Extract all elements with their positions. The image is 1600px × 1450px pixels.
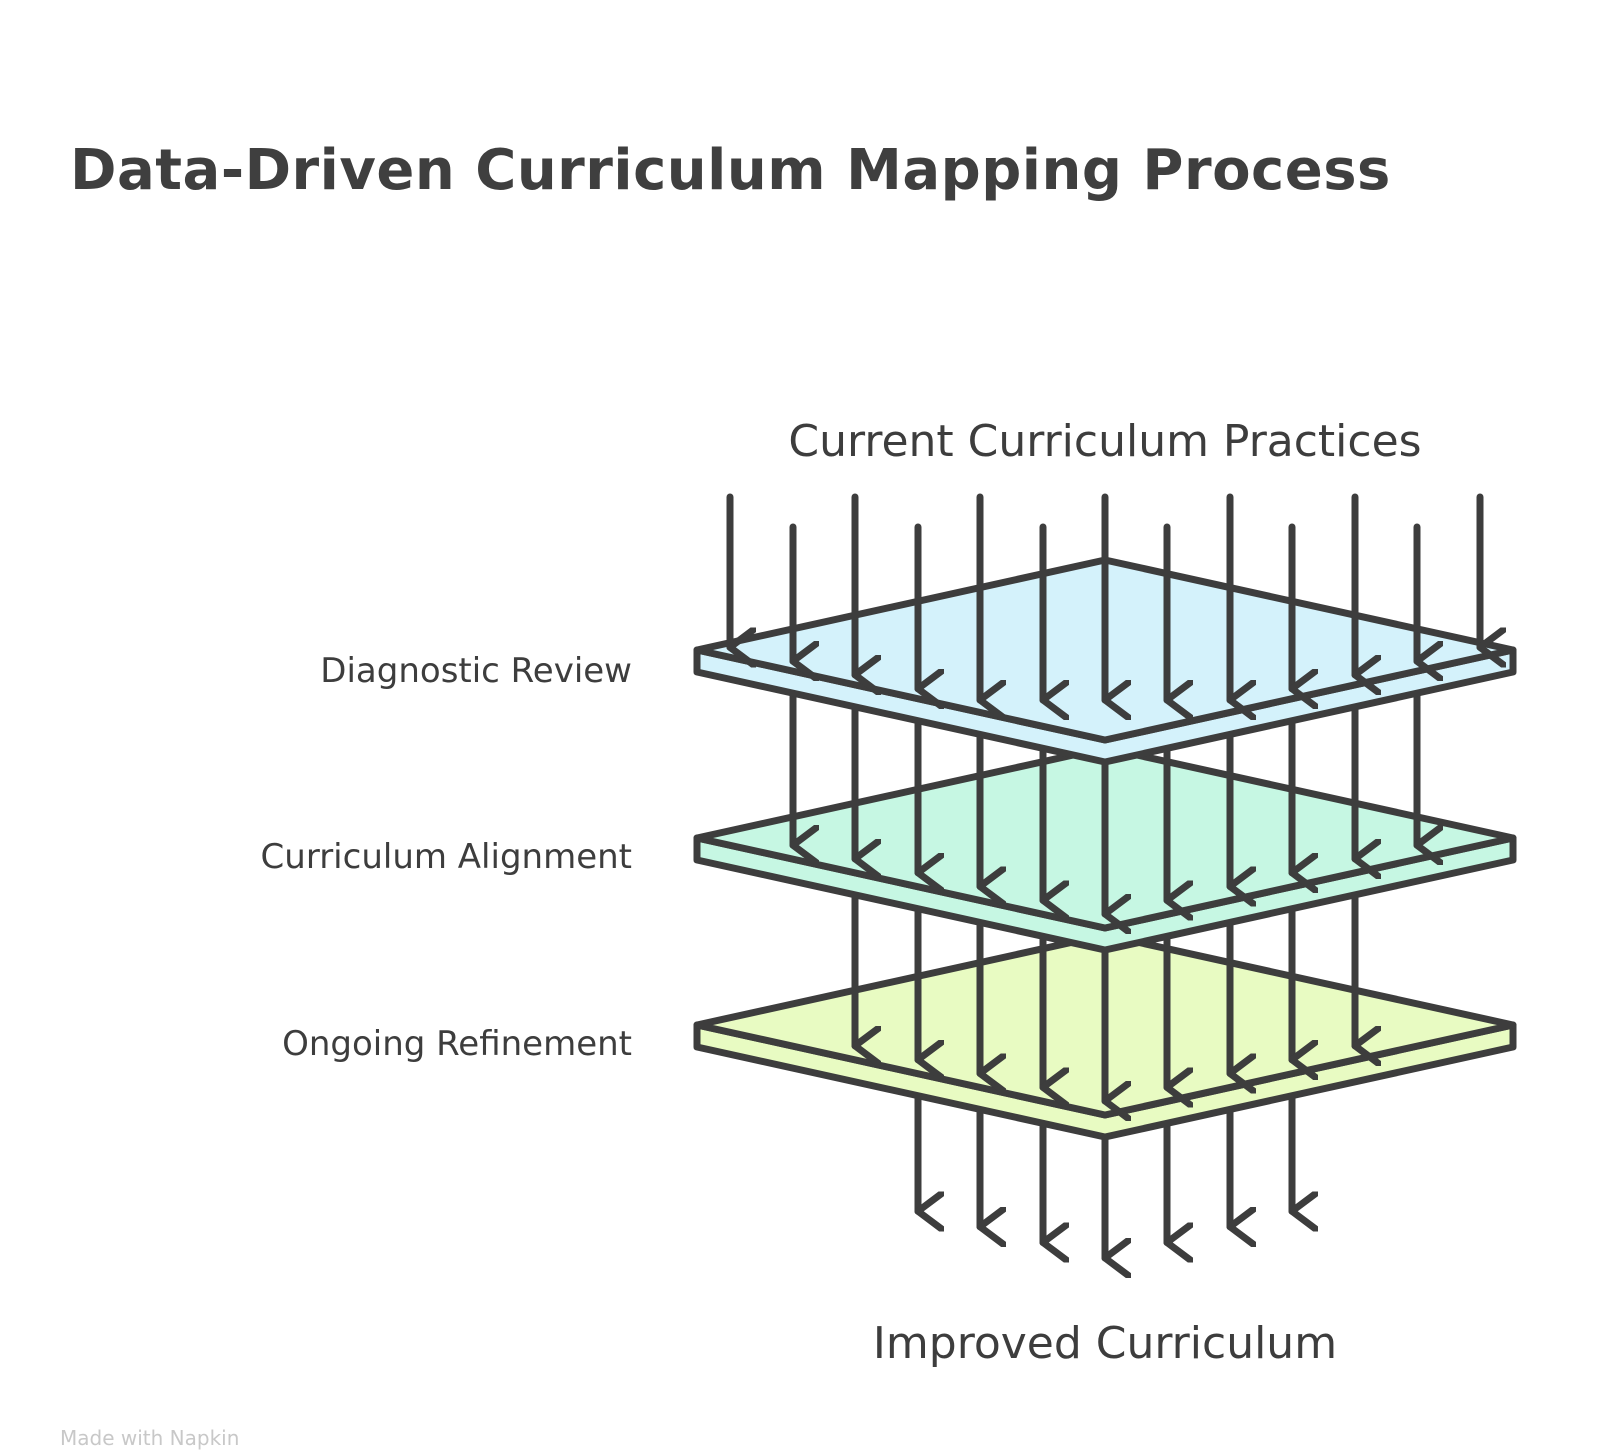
input-label: Current Curriculum Practices xyxy=(788,416,1421,467)
layer-label-curriculum-alignment: Curriculum Alignment xyxy=(261,837,632,877)
watermark: Made with Napkin xyxy=(60,1426,240,1450)
layer-label-diagnostic-review: Diagnostic Review xyxy=(320,651,632,691)
input-arrows xyxy=(726,493,1480,700)
arrows-layer1-to-layer2 xyxy=(789,689,1417,914)
layer-label-ongoing-refinement: Ongoing Refinement xyxy=(282,1024,632,1064)
page-title: Data-Driven Curriculum Mapping Process xyxy=(70,138,1391,203)
arrows-layer2-to-layer3 xyxy=(851,891,1355,1101)
output-label: Improved Curriculum xyxy=(873,1318,1337,1369)
output-arrows xyxy=(914,1092,1292,1258)
layer-stack xyxy=(693,493,1517,1258)
